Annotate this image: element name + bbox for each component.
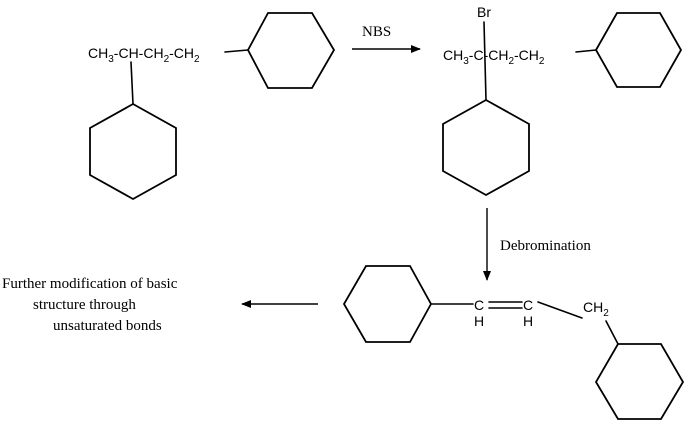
reactant-molecule: CH3-CH-CH2-CH2	[88, 12, 336, 201]
product-cyclohexyl-ring-left	[342, 265, 433, 343]
nbs-step: NBS	[352, 24, 421, 53]
product-ring-bond-right	[605, 320, 619, 345]
note-line-1: Further modification of basic	[2, 276, 178, 292]
product-molecule: C C H H CH2	[342, 265, 685, 420]
alkene-hydrogen-1-label: H	[474, 313, 484, 329]
intermediate-cyclohexyl-ring-right	[594, 12, 683, 88]
intermediate-vertical-bond	[483, 21, 487, 101]
bromine-label: Br	[477, 4, 491, 20]
reactant-chain-label: CH3-CH-CH2-CH2	[88, 45, 200, 65]
reactant-ring-bond	[224, 49, 249, 53]
alkene-hydrogen-2-label: H	[523, 313, 533, 329]
product-ch2-bond	[537, 301, 583, 319]
product-ch2-label: CH2	[583, 299, 609, 319]
product-cyclohexyl-ring-right	[594, 343, 685, 420]
modification-step: Further modification of basic structure …	[2, 276, 318, 334]
intermediate-chain-label: CH3-C-CH2-CH2	[443, 47, 545, 67]
debromination-reagent-label: Debromination	[500, 238, 591, 254]
nbs-reagent-label: NBS	[362, 24, 391, 40]
note-line-3: unsaturated bonds	[53, 318, 162, 334]
alkene-carbon-2-label: C	[523, 297, 533, 313]
intermediate-cyclohexyl-ring-lower	[442, 98, 530, 197]
intermediate-molecule: Br CH3-C-CH2-CH2	[442, 4, 683, 197]
debromination-step: Debromination	[483, 208, 591, 281]
reactant-cyclohexyl-ring-right	[246, 12, 336, 89]
intermediate-ring-bond	[575, 49, 597, 53]
reactant-branch-bond	[130, 61, 134, 105]
alkene-carbon-1-label: C	[474, 297, 484, 313]
note-line-2: structure through	[33, 297, 136, 313]
reactant-cyclohexyl-ring-lower	[89, 102, 177, 201]
